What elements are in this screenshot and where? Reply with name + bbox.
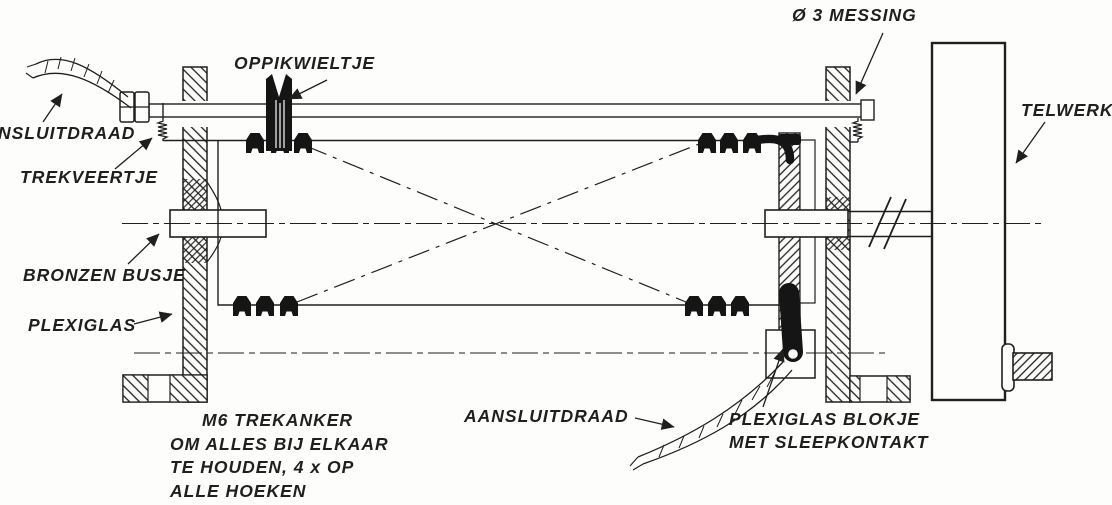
measuring-wire <box>163 139 858 306</box>
label-oppikwieltje: OPPIKWIELTJE <box>234 53 375 73</box>
label-blokje-line2: MET SLEEPKONTAKT <box>729 432 929 452</box>
connection-wire-top <box>25 56 132 109</box>
arrow-messing <box>855 32 884 95</box>
arrow-aansluitdraad-top <box>42 93 63 123</box>
connection-wire-bottom <box>629 361 793 471</box>
brass-rod <box>148 99 875 121</box>
note-m6-line2: OM ALLES BIJ ELKAAR <box>170 433 389 454</box>
counter-box <box>930 41 1053 402</box>
arrow-aansluitdraad-bottom <box>634 417 675 430</box>
arrow-bronzen-busje <box>127 233 160 265</box>
leader-arrows <box>42 32 1046 430</box>
left-foot-m6-anchor <box>122 374 208 403</box>
cross-wire-phantom-lines <box>296 143 700 303</box>
label-bronzen-busje: BRONZEN BUSJE <box>23 265 186 285</box>
rod-end-nuts <box>119 91 150 123</box>
note-m6-line4: ALLE HOEKEN <box>170 480 307 501</box>
arrow-telwerk <box>1015 121 1046 164</box>
label-plexiglas-blokje: PLEXIGLAS BLOKJE MET SLEEPKONTAKT <box>729 408 928 454</box>
label-aansluitdraad-bottom: AANSLUITDRAAD <box>464 406 629 426</box>
note-m6-trekanker: M6 TREKANKER OM ALLES BIJ ELKAAR TE HOUD… <box>170 409 389 503</box>
label-aansluitdraad-top: NSLUITDRAAD <box>0 123 136 143</box>
arrow-plexiglas-blokje <box>762 348 785 408</box>
arrow-oppikwieltje <box>288 79 328 100</box>
centerlines <box>122 222 1042 354</box>
arrow-plexiglas <box>133 311 173 325</box>
note-m6-line1: M6 TREKANKER <box>202 410 354 430</box>
label-messing: Ø 3 MESSING <box>792 5 917 25</box>
arrow-trekveertje <box>114 137 153 170</box>
label-plexiglas: PLEXIGLAS <box>28 315 137 335</box>
label-telwerk: TELWERK <box>1021 100 1112 120</box>
note-m6-line3: TE HOUDEN, 4 x OP <box>170 457 355 477</box>
tension-spring-left <box>155 119 169 141</box>
pickup-wheel <box>266 74 292 151</box>
right-foot-m6-anchor <box>849 375 911 403</box>
sliding-contact <box>752 134 803 362</box>
label-blokje-line1: PLEXIGLAS BLOKJE <box>729 409 921 429</box>
tension-spring-right <box>850 118 864 142</box>
label-trekveertje: TREKVEERTJE <box>20 167 159 187</box>
